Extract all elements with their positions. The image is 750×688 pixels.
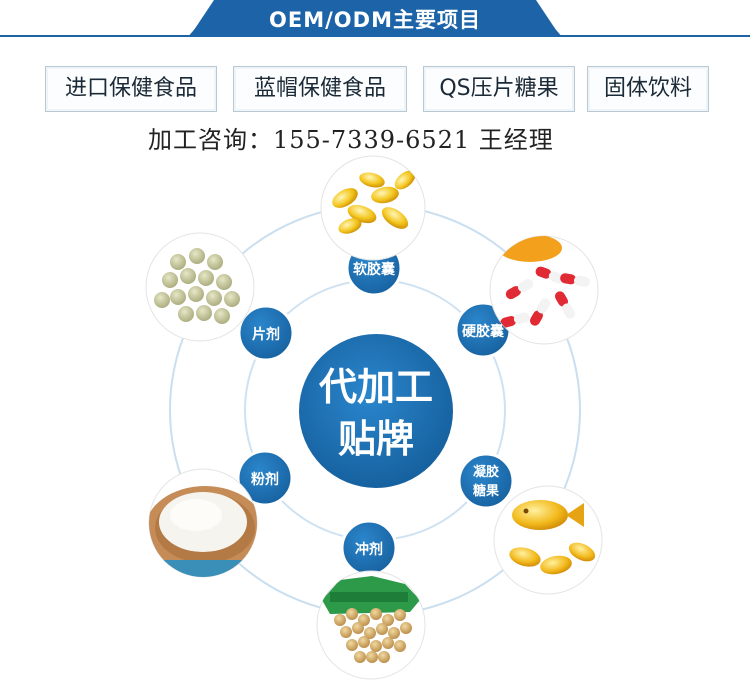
center-line1: 代加工 [319,365,433,409]
node-powder-label: 粉剂 [251,471,279,488]
tag-imported-health-food[interactable]: 进口保健食品 [45,66,217,112]
node-gel-candy-label-1: 凝胶 [473,464,499,480]
soft-capsule-image [320,155,426,261]
hard-capsule-image [489,235,599,345]
granule-image [316,570,426,680]
gel-candy-image [493,485,603,595]
banner-shape [0,0,750,38]
banner-title: OEM/ODM主要项目 [269,8,481,32]
center-circle [299,334,453,488]
center-line2: 贴牌 [338,417,414,461]
powder-image [148,468,258,578]
node-tablet-label: 片剂 [252,326,280,343]
tag-qs-pressed-candy[interactable]: QS压片糖果 [423,66,575,112]
tablet-image [145,232,255,342]
tag-solid-beverage[interactable]: 固体饮料 [587,66,709,112]
node-powder[interactable]: 粉剂 [236,449,294,507]
tag-blue-hat-health-food[interactable]: 蓝帽保健食品 [233,66,407,112]
node-granule[interactable]: 冲剂 [340,519,398,577]
node-tablet[interactable]: 片剂 [237,304,295,362]
node-soft-capsule-label: 软胶囊 [353,261,396,278]
node-gel-candy[interactable]: 凝胶 糖果 [457,452,515,510]
node-gel-candy-label-2: 糖果 [473,483,499,499]
header-banner: OEM/ODM主要项目 [0,0,750,38]
node-granule-label: 冲剂 [355,541,383,558]
node-hard-capsule-label: 硬胶囊 [462,323,505,340]
consult-line: 加工咨询：155-7339-6521 王经理 [148,126,554,154]
